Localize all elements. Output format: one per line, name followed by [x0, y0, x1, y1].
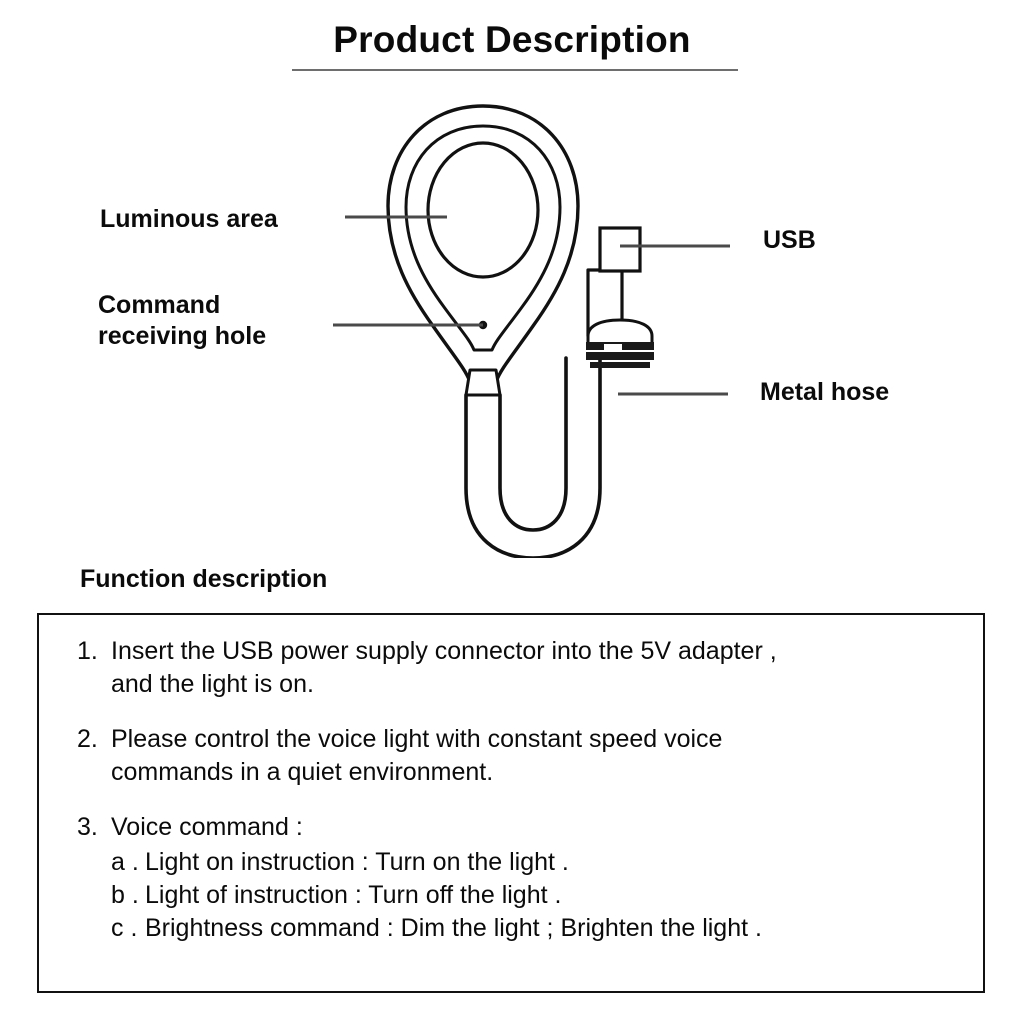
voice-command-subitem-text: Light of instruction : Turn off the ligh…	[145, 881, 562, 909]
function-item-text: Voice command :	[111, 813, 303, 841]
product-diagram	[0, 88, 1024, 558]
voice-command-subitem-text: Light on instruction : Turn on the light…	[145, 848, 569, 876]
page-title: Product Description	[333, 19, 691, 60]
function-list-item: 3. Voice command :	[77, 811, 965, 844]
voice-command-subitem-label: c .	[111, 914, 138, 942]
callout-label-command-receiving-hole: Command receiving hole	[98, 291, 267, 350]
voice-command-sublist: a . Light on instruction : Turn on the l…	[77, 846, 965, 945]
voice-command-subitem: c . Brightness command : Dim the light ;…	[111, 912, 965, 945]
function-item-number: 1.	[77, 637, 98, 665]
function-description-list: 1. Insert the USB power supply connector…	[77, 635, 965, 945]
voice-command-subitem: a . Light on instruction : Turn on the l…	[111, 846, 965, 879]
voice-command-subitem: b . Light of instruction : Turn off the …	[111, 879, 965, 912]
usb-collar-cap	[586, 318, 654, 346]
function-item-number: 3.	[77, 813, 98, 841]
voice-command-subitem-label: b .	[111, 881, 139, 909]
function-description-box: 1. Insert the USB power supply connector…	[37, 613, 985, 993]
voice-command-subitem-label: a .	[111, 848, 139, 876]
page-title-block: Product Description	[0, 18, 1024, 62]
voice-command-subitem-text: Brightness command : Dim the light ; Bri…	[145, 914, 762, 942]
function-list-item: 2. Please control the voice light with c…	[77, 723, 965, 789]
function-description-heading: Function description	[80, 565, 328, 593]
function-item-number: 2.	[77, 725, 98, 753]
callout-label-metal-hose: Metal hose	[760, 378, 890, 406]
luminous-ring-inner	[426, 141, 540, 279]
callout-label-luminous-area: Luminous area	[100, 205, 278, 233]
metal-hose-outer-edge	[464, 356, 602, 558]
function-list-item: 1. Insert the USB power supply connector…	[77, 635, 965, 701]
lamp-neck-collar	[464, 368, 502, 397]
lamp-head-middle-ring	[404, 124, 562, 352]
metal-hose-inner-edge	[498, 356, 568, 532]
usb-collar-band-2	[586, 352, 654, 360]
usb-collar-highlight	[604, 344, 622, 350]
function-item-text: Insert the USB power supply connector in…	[111, 637, 777, 698]
usb-collar-band-3	[590, 362, 650, 368]
function-item-text: Please control the voice light with cons…	[111, 725, 723, 786]
title-underline-rule	[292, 69, 738, 71]
callout-label-usb: USB	[763, 226, 816, 254]
usb-connector-tip	[598, 226, 642, 273]
